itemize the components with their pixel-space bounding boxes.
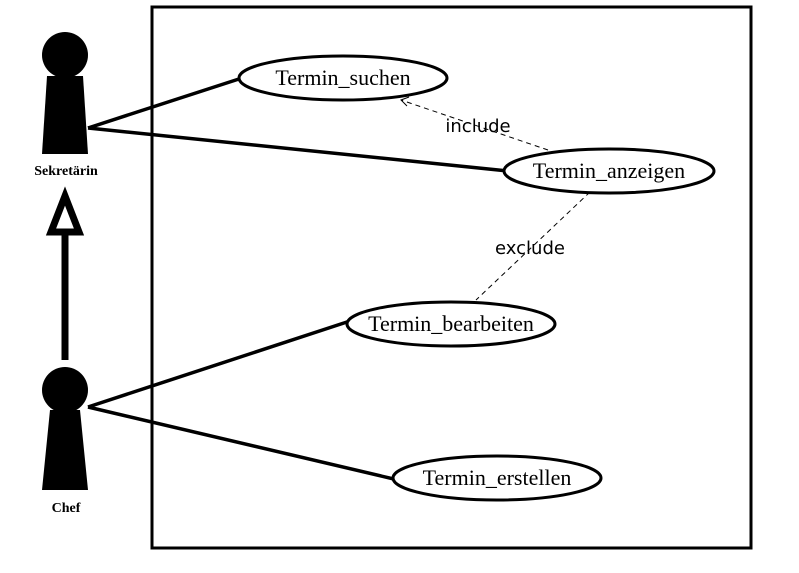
use-case-termin-erstellen: Termin_erstellen [391,454,603,502]
use-case-termin-erstellen-label: Termin_erstellen [423,465,572,490]
association-chef-erstellen [87,405,399,482]
system-boundary [150,5,753,550]
include-arrowhead-icon [400,96,410,107]
actor-sekretaerin: Sekretärin [34,32,98,179]
include-dashed-line [400,99,549,151]
actor-chef-body-icon [42,410,88,490]
association-chef-bearbeiten [87,319,351,409]
use-case-termin-bearbeiten: Termin_bearbeiten [345,300,557,348]
association-sekretaerin-suchen [87,76,243,130]
exclude-dashed-line [475,191,591,301]
use-case-termin-bearbeiten-label: Termin_bearbeiten [368,311,534,336]
generalization-arrowhead-icon [45,186,85,236]
actor-chef: Chef [42,367,88,516]
association-sekretaerin-anzeigen [87,126,509,173]
actor-chef-head-icon [42,367,88,413]
actor-sekretaerin-body-icon [42,76,88,154]
use-case-termin-suchen: Termin_suchen [237,54,449,102]
include-label: include [445,116,510,137]
use-case-termin-suchen-label: Termin_suchen [275,65,410,90]
actor-sekretaerin-head-icon [42,32,88,78]
use-case-termin-anzeigen: Termin_anzeigen [502,147,716,195]
actor-chef-label: Chef [52,501,81,516]
actor-sekretaerin-label: Sekretärin [34,164,98,179]
exclude-label: exclude [495,238,565,259]
use-case-termin-anzeigen-label: Termin_anzeigen [533,158,685,183]
